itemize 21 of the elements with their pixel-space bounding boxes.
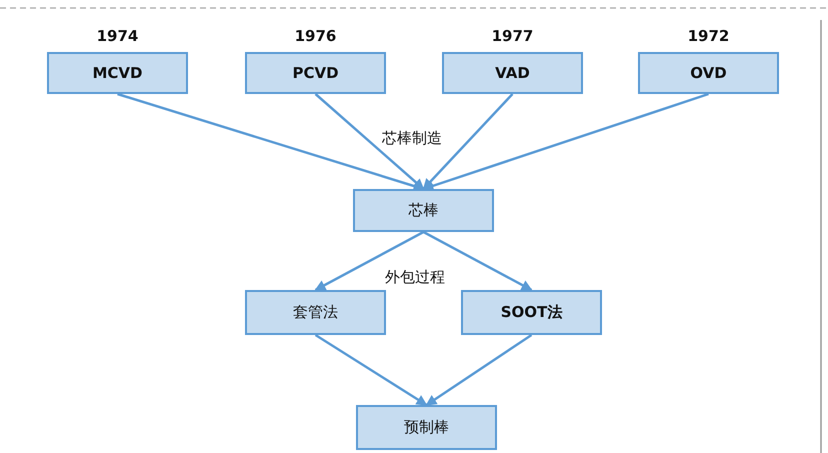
arrow xyxy=(422,92,709,192)
arrow xyxy=(314,334,428,406)
year-label: 1976 xyxy=(294,27,336,45)
process-box: MCVD xyxy=(47,52,188,94)
year-label: 1974 xyxy=(96,27,138,45)
arrow xyxy=(422,230,532,292)
arrow xyxy=(314,230,424,292)
process-box: 预制棒 xyxy=(356,405,497,450)
process-box: PCVD xyxy=(245,52,386,94)
arrow xyxy=(422,93,514,190)
process-box: OVD xyxy=(638,52,779,94)
process-box: SOOT法 xyxy=(461,290,602,335)
year-label: 1972 xyxy=(688,27,730,45)
arrow xyxy=(426,334,532,406)
stage-label: 芯棒制造 xyxy=(380,129,444,148)
stage-label: 外包过程 xyxy=(383,268,447,287)
process-box: VAD xyxy=(442,52,583,94)
year-label: 1977 xyxy=(492,27,534,45)
process-box: 芯棒 xyxy=(353,189,494,232)
process-box: 套管法 xyxy=(245,290,386,335)
arrow xyxy=(314,93,424,190)
